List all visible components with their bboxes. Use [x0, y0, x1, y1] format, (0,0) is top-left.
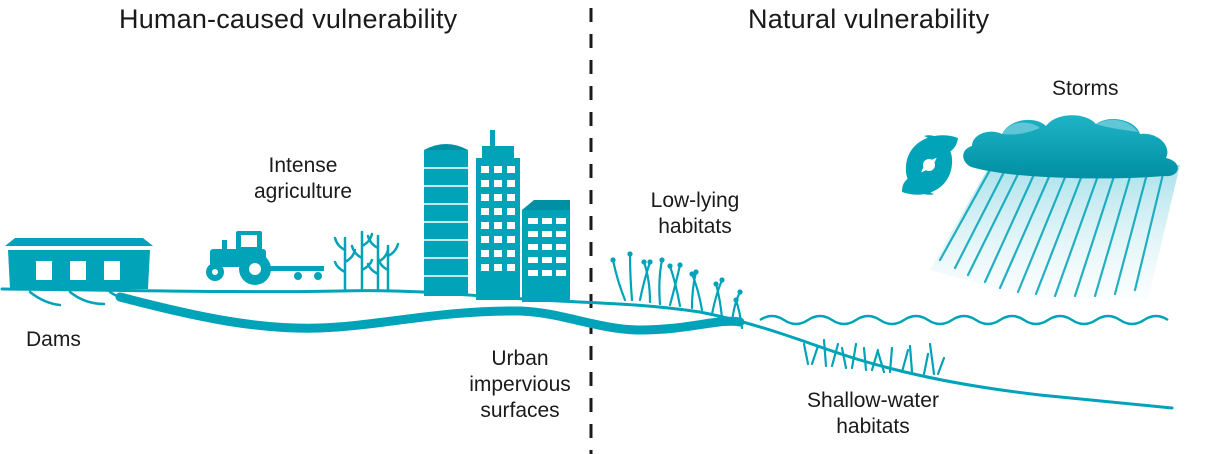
heading-natural: Natural vulnerability — [748, 4, 990, 34]
heading-human-caused: Human-caused vulnerability — [119, 4, 458, 34]
skyscraper-icon — [522, 200, 570, 302]
label-urban-impervious-surfaces: Urban impervious surfaces — [458, 346, 582, 424]
label-line: agriculture — [253, 180, 353, 203]
reed-icon — [610, 251, 744, 330]
reed-icon — [802, 338, 946, 376]
water-waves-icon — [759, 314, 1169, 326]
dam-icon — [5, 238, 153, 289]
label-intense-agriculture: Intense agriculture — [235, 153, 371, 205]
label-line: impervious — [469, 373, 571, 396]
skyscraper-icon — [424, 144, 468, 296]
label-line: habitats — [836, 415, 910, 438]
label-line: habitats — [658, 215, 732, 238]
label-line: Low-lying — [650, 189, 740, 212]
corn-icon — [333, 230, 400, 292]
label-dams: Dams — [26, 328, 81, 351]
label-shallow-water-habitats: Shallow-water habitats — [782, 388, 964, 440]
label-storms: Storms — [1052, 77, 1119, 100]
label-line: surfaces — [480, 399, 560, 422]
label-line: Urban — [491, 347, 549, 370]
label-line: Shallow-water — [807, 389, 939, 412]
rain-cloud-icon — [930, 115, 1180, 300]
label-low-lying-habitats: Low-lying habitats — [630, 188, 760, 240]
ground-line — [0, 287, 1174, 410]
skyscraper-icon — [476, 130, 520, 300]
tractor-icon — [206, 231, 324, 285]
hurricane-icon — [902, 135, 958, 195]
label-line: Intense — [268, 154, 338, 177]
